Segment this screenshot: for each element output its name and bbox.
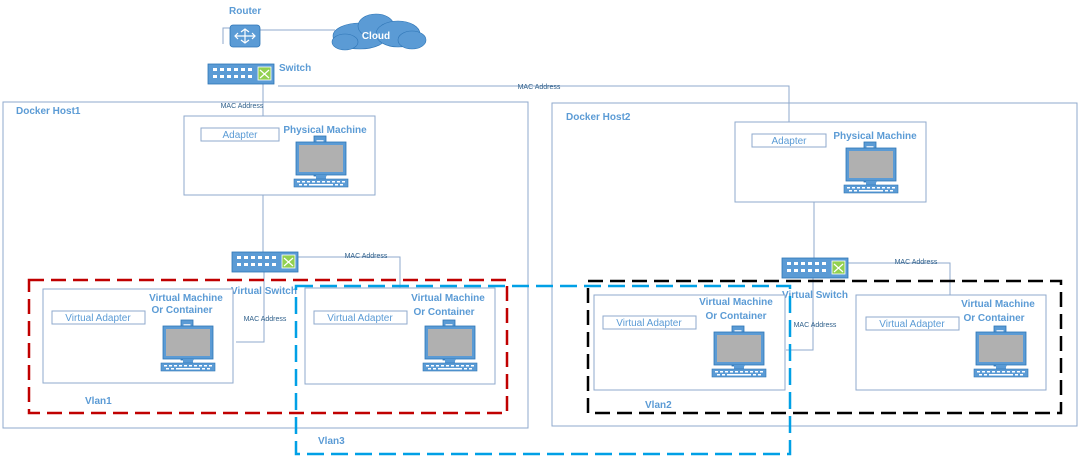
connection-lines [222,27,951,351]
host1-vswitch-label: Virtual Switch [231,286,297,297]
host2-vm-left-title2: Or Container [705,311,766,322]
computer-icon [711,325,767,378]
host2-vswitch-label: Virtual Switch [782,290,848,301]
switch-icon [207,63,275,85]
switch-icon [231,251,299,273]
host1-vm-left-title2: Or Container [151,305,212,316]
docker-host2-title: Docker Host2 [566,112,631,123]
vlan2-boundary [586,279,1063,415]
vlan3-label: Vlan3 [318,436,345,447]
mac-label-vswitch2-right: MAC Address [895,259,938,266]
host2-adapter-label: Adapter [771,136,807,147]
computer-icon [160,319,216,372]
cloud: Cloud [331,13,427,51]
host2-vm-right-title2: Or Container [963,313,1024,324]
host2-vm-right: Virtual Machine Or Container Virtual Ada… [855,294,1047,391]
router-label: Router [229,6,261,17]
switch-label: Switch [279,63,311,74]
host1-vm-right-adapter-box [313,310,408,325]
host2-adapter-box [751,133,827,148]
host2-vm-left-adapter-box [602,315,697,330]
host2-vm-left: Virtual Machine Or Container Virtual Ada… [593,294,786,391]
mac-label-vswitch1-right: MAC Address [345,253,388,260]
host1-vm-right: Virtual Machine Or Container Virtual Ada… [304,287,496,385]
vlan1-boundary [27,278,509,415]
router: Router [229,6,261,48]
host1-vm-right-title2: Or Container [413,307,474,318]
host1-vm-left-adapter-label: Virtual Adapter [65,313,131,324]
host1-vm-right-title1: Virtual Machine [411,293,485,304]
docker-host1: Docker Host1 Adapter Physical Machine Vi… [2,101,529,429]
vswitch1-vm-right-link [297,256,401,290]
computer-icon [973,325,1029,378]
host1-vm-right-adapter-label: Virtual Adapter [327,313,393,324]
host1-adapter-box [200,127,280,142]
switch-icon [781,257,849,279]
cloud-icon [331,13,427,51]
router-icon [229,24,261,48]
docker-host2-box [551,102,1078,427]
switch-host2-link [278,85,790,134]
docker-host2: Docker Host2 Adapter Physical Machine Vi… [551,102,1078,427]
host2-vm-left-adapter-label: Virtual Adapter [616,318,682,329]
router-switch-link [222,27,230,44]
docker-host1-box [2,101,529,429]
host2-vm-right-adapter-label: Virtual Adapter [879,319,945,330]
main-switch: Switch [207,63,311,85]
host1-vm-left: Virtual Machine Or Container Virtual Ada… [42,288,234,384]
host1-virtual-switch: Virtual Switch [231,251,299,297]
mac-label-vswitch2-left: MAC Address [794,322,837,329]
mac-label-vswitch1-left: MAC Address [244,316,287,323]
vswitch1-vm-left-link [236,270,265,343]
computer-icon [422,319,478,372]
host1-vm-left-adapter-box [51,310,146,325]
vlan2-label: Vlan2 [645,400,672,411]
host2-vm-left-title1: Virtual Machine [699,297,773,308]
computer-icon [843,141,899,194]
host2-vm-right-title1: Virtual Machine [961,299,1035,310]
docker-host1-title: Docker Host1 [16,106,81,117]
vlan1-label: Vlan1 [85,396,112,407]
vlan3-boundary [294,284,792,456]
host2-virtual-switch: Virtual Switch [781,257,849,301]
mac-label-top: MAC Address [518,84,561,91]
host2-physical-machine: Adapter Physical Machine [734,121,927,203]
host1-physical-title: Physical Machine [283,125,367,136]
host2-physical-title: Physical Machine [833,131,917,142]
cloud-label: Cloud [362,31,390,42]
mac-label-host1: MAC Address [221,103,264,110]
vswitch2-vm-right-link [847,262,951,296]
host1-vm-left-title1: Virtual Machine [149,293,223,304]
host1-adapter-label: Adapter [222,130,258,141]
host1-physical-machine: Adapter Physical Machine [183,115,376,196]
computer-icon [293,135,349,188]
vswitch2-vm-left-link [786,275,814,351]
host2-vm-right-adapter-box [865,316,960,331]
